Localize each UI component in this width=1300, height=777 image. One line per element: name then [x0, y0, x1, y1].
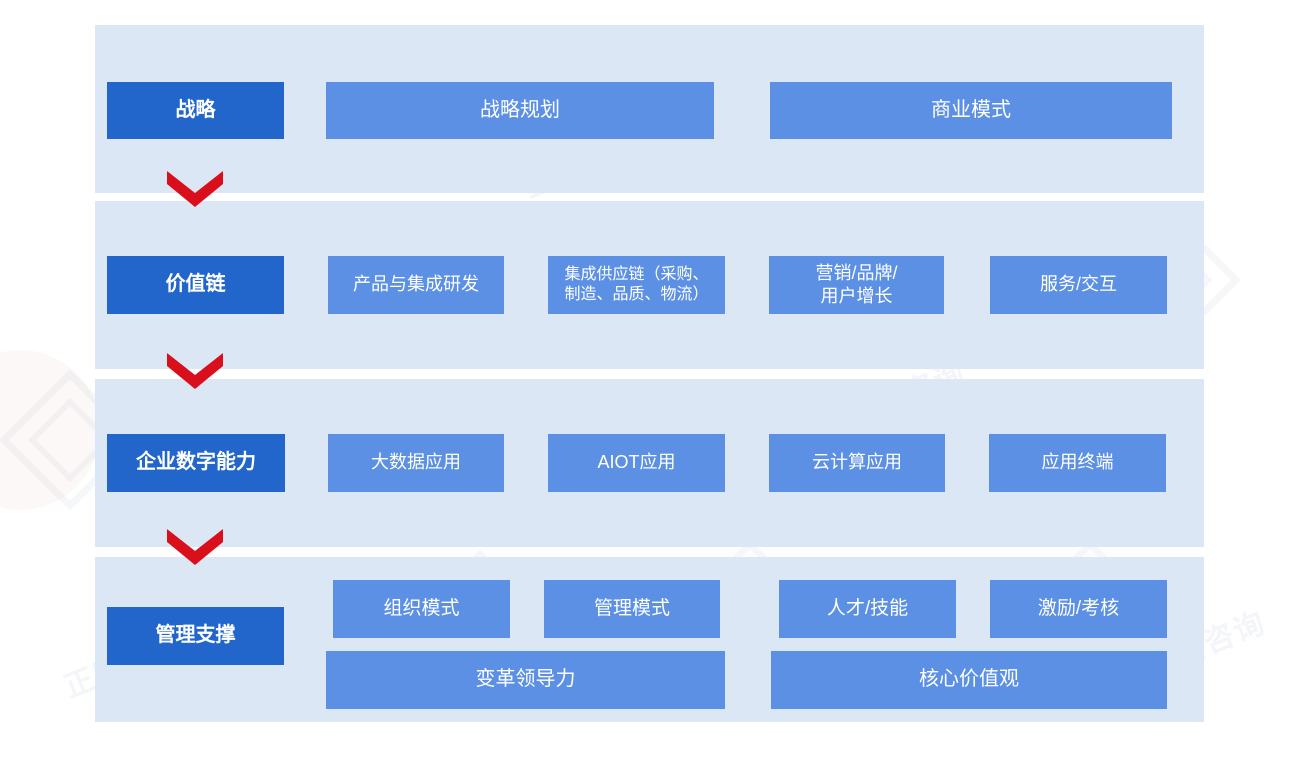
box-aiot-application[interactable]: AIOT应用	[548, 434, 725, 492]
box-organization-model[interactable]: 组织模式	[333, 580, 510, 638]
chevron-down-icon-3	[167, 529, 223, 565]
box-product-rnd[interactable]: 产品与集成研发	[328, 256, 504, 314]
box-strategy-planning[interactable]: 战略规划	[326, 82, 714, 139]
row-management-support-band: 管理支撑 组织模式 管理模式 人才/技能 激励/考核 变革领导力 核心价值观	[95, 557, 1204, 722]
box-line-2: 用户增长	[820, 286, 893, 306]
box-core-values[interactable]: 核心价值观	[771, 651, 1167, 709]
box-cloud-computing-application[interactable]: 云计算应用	[769, 434, 945, 492]
box-marketing-brand-growth[interactable]: 营销/品牌/ 用户增长	[769, 256, 944, 314]
row-label-strategy[interactable]: 战略	[107, 82, 284, 139]
box-application-terminal[interactable]: 应用终端	[989, 434, 1166, 492]
chevron-down-icon-2	[167, 353, 223, 389]
box-big-data-application[interactable]: 大数据应用	[328, 434, 504, 492]
box-business-model[interactable]: 商业模式	[770, 82, 1172, 139]
box-integrated-supply-chain[interactable]: 集成供应链（采购、 制造、品质、物流）	[548, 256, 725, 314]
row-label-management-support[interactable]: 管理支撑	[107, 607, 284, 665]
box-talent-skills[interactable]: 人才/技能	[779, 580, 956, 638]
box-incentive-assessment[interactable]: 激励/考核	[990, 580, 1167, 638]
box-line-1: 营销/品牌/	[815, 262, 898, 283]
box-line-1: 集成供应链（采购、	[564, 265, 709, 283]
row-label-value-chain[interactable]: 价值链	[107, 256, 284, 314]
row-digital-capability-band: 企业数字能力 大数据应用 AIOT应用 云计算应用 应用终端	[95, 379, 1204, 547]
row-value-chain-band: 价值链 产品与集成研发 集成供应链（采购、 制造、品质、物流） 营销/品牌/ 用…	[95, 201, 1204, 369]
row-strategy-band: 战略 战略规划 商业模式	[95, 25, 1204, 193]
box-line-2: 制造、品质、物流）	[564, 286, 709, 303]
box-management-model[interactable]: 管理模式	[544, 580, 720, 638]
row-label-digital-capability[interactable]: 企业数字能力	[107, 434, 285, 492]
box-service-interaction[interactable]: 服务/交互	[990, 256, 1167, 314]
chevron-down-icon-1	[167, 171, 223, 207]
box-change-leadership[interactable]: 变革领导力	[326, 651, 725, 709]
